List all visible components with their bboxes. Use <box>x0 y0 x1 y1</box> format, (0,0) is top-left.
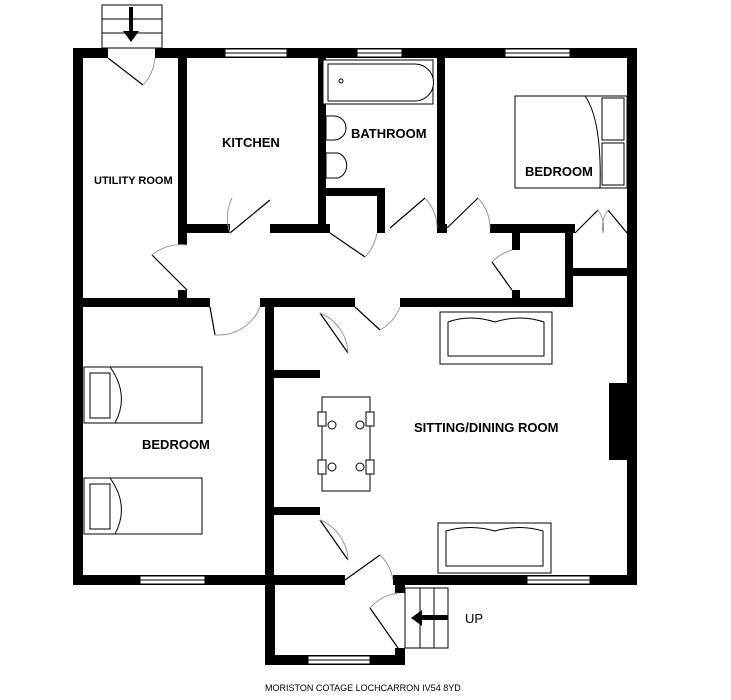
stairs-up-label: UP <box>465 611 484 626</box>
room-label-bedroom-1: BEDROOM <box>525 164 593 179</box>
doors <box>107 57 628 649</box>
room-label-bedroom-2: BEDROOM <box>142 437 210 452</box>
dining-table <box>317 396 375 492</box>
bathroom-fixtures <box>322 59 434 179</box>
room-label-bathroom: BATHROOM <box>351 126 427 141</box>
room-label-sitting-dining: SITTING/DINING ROOM <box>414 420 559 435</box>
sofas <box>437 311 553 574</box>
toilet <box>325 152 348 179</box>
external-steps <box>101 4 163 49</box>
room-label-kitchen: KITCHEN <box>222 135 280 150</box>
arrow-left-icon <box>411 610 422 626</box>
arrow-down-icon <box>123 31 139 42</box>
double-bed <box>514 95 628 189</box>
single-beds <box>83 366 203 535</box>
windows <box>139 48 591 665</box>
caption: MORISTON COTAGE LOCHCARRON IV54 8YD <box>265 683 461 693</box>
sink <box>325 115 347 141</box>
room-label-utility: UTILITY ROOM <box>94 175 173 187</box>
internal-stairs <box>404 587 449 649</box>
fireplace <box>609 383 627 460</box>
